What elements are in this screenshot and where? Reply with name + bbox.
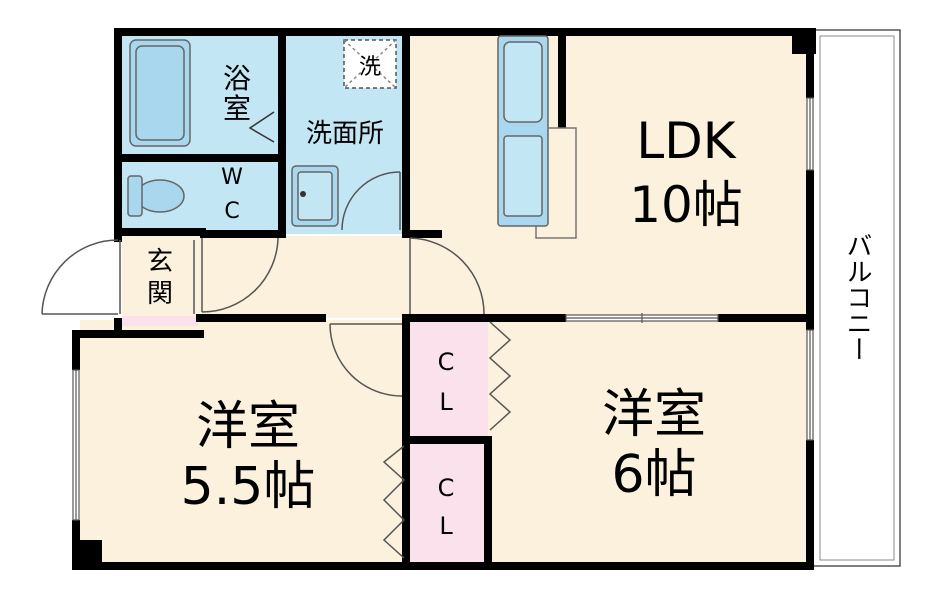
- closet-lower-floor: [408, 444, 488, 563]
- closet-upper-floor: [408, 320, 488, 438]
- closet-lower-label-2: L: [439, 512, 453, 540]
- bathtub-icon: [129, 39, 191, 147]
- doors: [41, 237, 512, 559]
- balcony: [811, 29, 901, 567]
- ldk-name: LDK: [636, 112, 736, 170]
- entrance-label-2: 関: [147, 279, 173, 309]
- closet-upper-label-2: L: [439, 388, 453, 416]
- western-room-left-name: 洋室: [196, 397, 300, 457]
- front-door-icon: [41, 239, 119, 315]
- ldk-floor: [410, 36, 812, 316]
- western-room-right-size: 6帖: [611, 445, 696, 505]
- washer-icon: [343, 39, 397, 89]
- closet-upper-door-icon: [488, 321, 512, 431]
- entrance-floor: [122, 236, 202, 316]
- toilet-icon: [135, 179, 185, 213]
- room-left-door-icon: [329, 323, 403, 397]
- ldk-door-icon: [409, 237, 485, 315]
- washer-label: 洗: [359, 55, 381, 80]
- wc-door-icon: [201, 237, 279, 313]
- western-room-right-name: 洋室: [602, 385, 706, 445]
- bath-label-1: 浴: [223, 62, 251, 95]
- closet-upper-label-1: C: [438, 348, 455, 376]
- walls: [72, 28, 816, 570]
- windows: [72, 97, 814, 521]
- wc-label-2: C: [224, 199, 239, 224]
- bath-label-2: 室: [223, 92, 251, 125]
- washroom-label: 洗面所: [306, 119, 384, 149]
- fixtures: [127, 35, 577, 239]
- entrance-label-1: 玄: [147, 247, 173, 277]
- closet-lower-door-icon: [382, 445, 406, 559]
- wc-label-1: W: [221, 165, 243, 190]
- western-room-right-floor: [488, 320, 812, 563]
- closet-lower-label-1: C: [438, 474, 455, 502]
- western-room-left-size: 5.5帖: [181, 457, 316, 517]
- bath-door-icon: [248, 111, 275, 143]
- western-room-left-floor: [80, 320, 405, 563]
- balcony-label: バルコニー: [842, 232, 872, 362]
- room-labels: 浴 室 洗 洗面所 W C 玄 関 LDK 10帖 洋室 5.5帖 洋室 6帖 …: [147, 55, 872, 540]
- entrance-step: [122, 316, 198, 326]
- ldk-size: 10帖: [629, 176, 743, 234]
